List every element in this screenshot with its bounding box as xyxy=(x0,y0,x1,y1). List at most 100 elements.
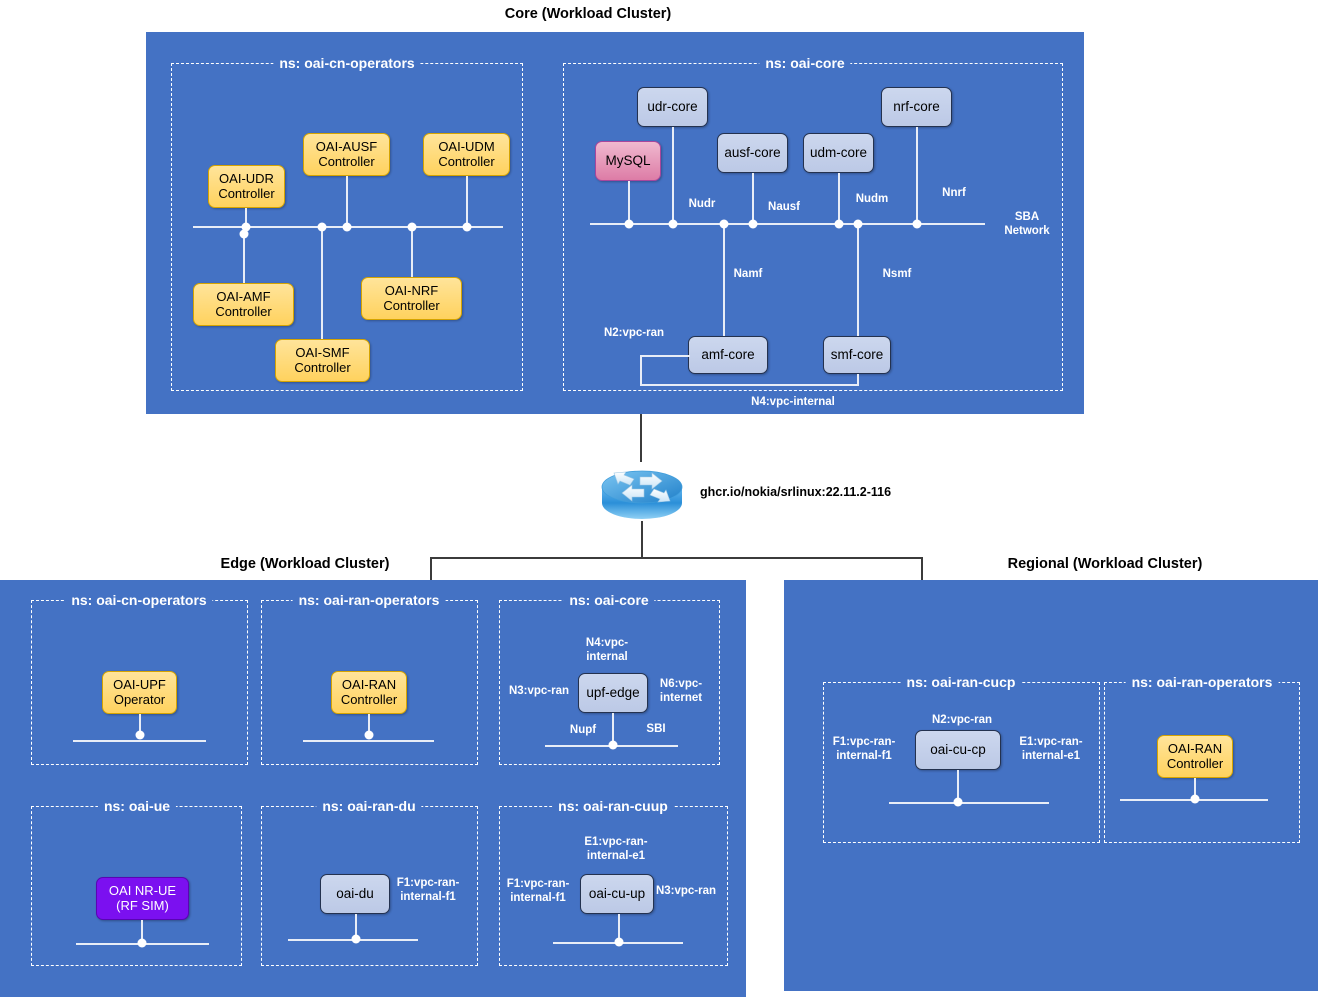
node-oai-amf-controller[interactable]: OAI-AMF Controller xyxy=(193,283,294,326)
namespace-label-reg-ran-operators: ns: oai-ran-operators xyxy=(1125,674,1279,690)
node-oai-smf-controller[interactable]: OAI-SMF Controller xyxy=(275,339,370,382)
trunk-to-regional xyxy=(921,557,923,582)
bus-dot xyxy=(239,229,249,239)
node-oai-upf-operator[interactable]: OAI-UPF Operator xyxy=(102,671,177,714)
bus-dot xyxy=(953,797,963,807)
bus-ran-cucp xyxy=(889,802,1049,805)
bus-dot xyxy=(748,219,758,229)
wire-n4-h xyxy=(640,384,859,387)
wire-oai-cu-cp xyxy=(957,770,960,802)
sba-bus xyxy=(590,223,985,226)
node-oai-udm-controller[interactable]: OAI-UDM Controller xyxy=(423,133,510,176)
wire-upf-edge xyxy=(612,713,615,745)
namespace-label-edge-cn-operators: ns: oai-cn-operators xyxy=(65,592,213,608)
label-du-f1: F1:vpc-ran- internal-f1 xyxy=(396,877,460,903)
node-oai-cu-up[interactable]: oai-cu-up xyxy=(580,874,654,914)
label-cucp-e1: E1:vpc-ran- internal-e1 xyxy=(1019,736,1083,762)
node-upf-edge[interactable]: upf-edge xyxy=(578,673,648,713)
wire-nr-ue xyxy=(141,920,144,943)
node-oai-du[interactable]: oai-du xyxy=(320,874,390,914)
bus-edge-cn-operators xyxy=(73,740,206,743)
wire-amf-core xyxy=(723,224,726,336)
cluster-edge xyxy=(0,580,746,997)
label-nudm: Nudm xyxy=(855,193,889,206)
bus-dot xyxy=(351,934,361,944)
label-cuup-e1: E1:vpc-ran- internal-e1 xyxy=(584,836,648,862)
bus-dot xyxy=(241,222,251,232)
cluster-title-edge: Edge (Workload Cluster) xyxy=(220,556,390,572)
namespace-label-edge-oai-ue: ns: oai-ue xyxy=(97,798,177,814)
node-udm-core[interactable]: udm-core xyxy=(803,133,874,173)
wire-udm xyxy=(466,176,469,227)
bus-dot xyxy=(719,219,729,229)
wire-smf-core xyxy=(857,224,860,336)
wire-amf xyxy=(243,233,246,283)
node-udr-core[interactable]: udr-core xyxy=(637,87,708,127)
wire-ran-ctrl xyxy=(368,714,371,735)
label-sba-network: SBA Network xyxy=(1004,211,1050,237)
wire-ausf-core xyxy=(752,173,755,224)
node-reg-oai-ran-controller[interactable]: OAI-RAN Controller xyxy=(1157,735,1233,778)
namespace-label-reg-ran-cucp: ns: oai-ran-cucp xyxy=(900,674,1022,690)
label-cuup-f1: F1:vpc-ran- internal-f1 xyxy=(506,878,570,904)
router-image-label: ghcr.io/nokia/srlinux:22.11.2-116 xyxy=(700,485,892,499)
trunk-router-down xyxy=(641,521,643,558)
bus-dot xyxy=(137,938,147,948)
label-cucp-f1: F1:vpc-ran- internal-f1 xyxy=(832,736,896,762)
node-smf-core[interactable]: smf-core xyxy=(823,336,891,374)
label-nnrf: Nnrf xyxy=(942,187,966,200)
label-namf: Namf xyxy=(733,268,763,281)
node-ausf-core[interactable]: ausf-core xyxy=(717,133,788,173)
node-oai-udr-controller[interactable]: OAI-UDR Controller xyxy=(208,165,285,208)
wire-nrf xyxy=(411,227,414,277)
wire-reg-ran-ctrl xyxy=(1194,778,1197,799)
bus-dot xyxy=(834,219,844,229)
label-upf-nupf: Nupf xyxy=(569,724,597,737)
label-nudr: Nudr xyxy=(688,198,716,211)
trunk-to-edge xyxy=(430,557,432,582)
node-oai-cu-cp[interactable]: oai-cu-cp xyxy=(915,730,1001,770)
namespace-label-core-cn-operators: ns: oai-cn-operators xyxy=(273,55,421,71)
router-icon[interactable] xyxy=(600,463,684,521)
bus-dot xyxy=(624,219,634,229)
bus-dot xyxy=(1190,794,1200,804)
bus-dot xyxy=(608,740,618,750)
wire-udr-core xyxy=(672,127,675,224)
wire-n2-v xyxy=(640,355,643,386)
wire-oai-du xyxy=(355,914,358,939)
node-edge-oai-ran-controller[interactable]: OAI-RAN Controller xyxy=(331,671,407,714)
cluster-title-regional: Regional (Workload Cluster) xyxy=(1007,556,1203,572)
label-upf-sbi: SBI xyxy=(646,723,666,736)
namespace-label-core-oai-core: ns: oai-core xyxy=(759,55,851,71)
node-nrf-core[interactable]: nrf-core xyxy=(881,87,952,127)
node-oai-nrf-controller[interactable]: OAI-NRF Controller xyxy=(361,277,462,320)
label-nausf: Nausf xyxy=(768,201,800,214)
node-oai-nr-ue[interactable]: OAI NR-UE (RF SIM) xyxy=(96,877,189,920)
label-upf-n6: N6:vpc- internet xyxy=(659,678,703,704)
wire-udr xyxy=(245,208,248,227)
wire-udm-core xyxy=(838,173,841,224)
node-amf-core[interactable]: amf-core xyxy=(688,336,768,374)
bus-dot xyxy=(342,222,352,232)
bus-dot xyxy=(364,730,374,740)
cluster-title-core: Core (Workload Cluster) xyxy=(504,6,672,22)
wire-n2-h xyxy=(640,355,690,358)
trunk-split-horizontal xyxy=(430,557,922,559)
bus-dot xyxy=(668,219,678,229)
wire-nrf-core xyxy=(916,127,919,224)
bus-dot xyxy=(135,730,145,740)
label-cucp-n2: N2:vpc-ran xyxy=(931,714,993,727)
bus-dot xyxy=(853,219,863,229)
bus-dot xyxy=(317,222,327,232)
wire-smf xyxy=(321,227,324,339)
node-oai-ausf-controller[interactable]: OAI-AUSF Controller xyxy=(303,133,390,176)
node-mysql[interactable]: MySQL xyxy=(595,141,661,181)
wire-smf-n4 xyxy=(857,374,860,386)
label-upf-n3: N3:vpc-ran xyxy=(508,685,570,698)
trunk-core-to-router xyxy=(640,414,642,462)
namespace-label-edge-oai-core: ns: oai-core xyxy=(563,592,655,608)
bus-dot xyxy=(407,222,417,232)
bus-dot xyxy=(462,222,472,232)
label-nsmf: Nsmf xyxy=(882,268,912,281)
label-upf-n4: N4:vpc- internal xyxy=(585,637,629,663)
